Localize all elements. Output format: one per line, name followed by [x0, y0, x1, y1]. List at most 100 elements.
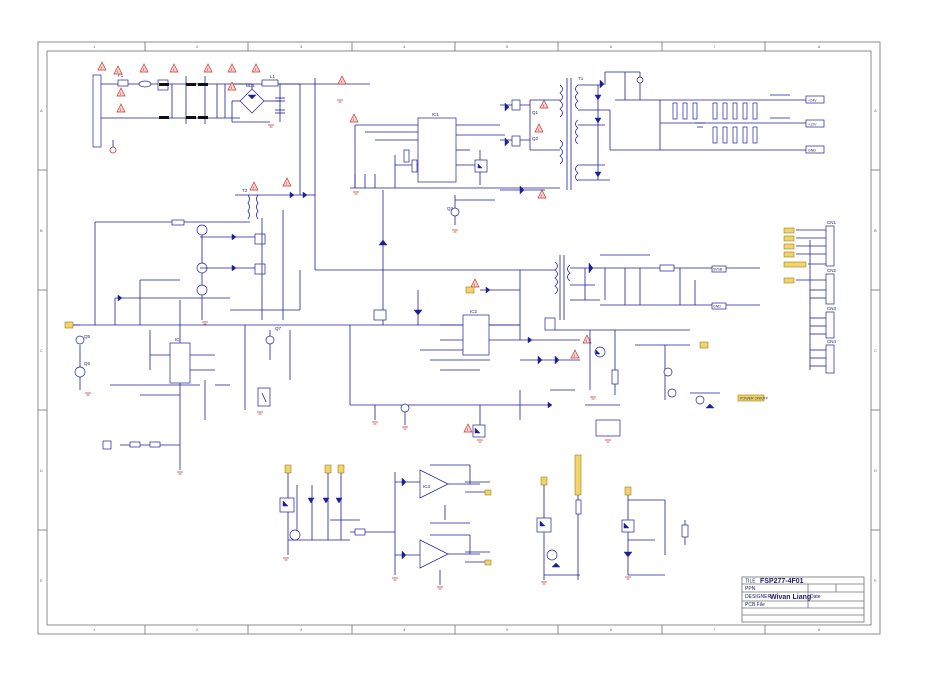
- svg-text:F1: F1: [118, 73, 124, 78]
- svg-text:IC3: IC3: [423, 484, 431, 489]
- svg-text:T1: T1: [578, 76, 584, 81]
- svg-text:6: 6: [610, 627, 613, 632]
- signal-tag-center: [465, 286, 475, 294]
- svg-text:!: !: [574, 353, 575, 358]
- svg-text:Wivan Liang: Wivan Liang: [770, 594, 811, 601]
- svg-text:A: A: [40, 108, 43, 113]
- optocoupler: [474, 159, 488, 173]
- protection-section: IC3: [279, 464, 492, 585]
- op-amp-1: [419, 469, 449, 499]
- svg-text:!: !: [586, 338, 587, 343]
- svg-text:8: 8: [818, 44, 821, 49]
- svg-text:!: !: [120, 107, 121, 112]
- svg-text:CN4: CN4: [827, 339, 836, 344]
- connector-cn1: [825, 225, 835, 267]
- svg-text:Q3: Q3: [447, 206, 454, 211]
- svg-text:T2: T2: [242, 188, 248, 193]
- svg-text:!: !: [231, 85, 232, 90]
- svg-text:+24V: +24V: [808, 99, 817, 103]
- earth-ground-symbol: [109, 146, 117, 154]
- svg-text:PCB File: PCB File: [745, 602, 765, 608]
- signal-tag-left: [64, 321, 74, 329]
- ic-standby: [169, 342, 191, 384]
- svg-text:!: !: [543, 103, 544, 108]
- center-control-section: IC2: [315, 190, 580, 438]
- connector-section: CN1 CN2 CN3 CN4: [783, 220, 836, 374]
- connector-cn4: [825, 344, 835, 374]
- svg-text:Q2: Q2: [532, 136, 539, 141]
- svg-text:TILE: TILE: [745, 579, 756, 585]
- outer-frame: [37, 41, 881, 635]
- svg-text:4: 4: [403, 627, 406, 632]
- svg-text:1: 1: [93, 627, 96, 632]
- signal-tag-right: [699, 341, 709, 349]
- svg-text:A: A: [874, 108, 877, 113]
- svg-text:!: !: [286, 181, 287, 186]
- svg-text:2: 2: [196, 627, 199, 632]
- svg-text:!: !: [173, 67, 174, 72]
- svg-text:4: 4: [403, 44, 406, 49]
- svg-text:C: C: [40, 348, 43, 353]
- svg-text:Q7: Q7: [275, 326, 282, 331]
- svg-text:!: !: [541, 193, 542, 198]
- svg-text:Q1: Q1: [532, 110, 539, 115]
- inductor-l1: [261, 79, 279, 87]
- primary-controller-section: IC1 Q1 Q2 Q3: [350, 99, 560, 225]
- svg-text:5: 5: [506, 44, 509, 49]
- svg-text:CN3: CN3: [827, 306, 836, 311]
- svg-text:!: !: [117, 69, 118, 74]
- bridge-bd1: [239, 88, 265, 114]
- inner-frame: [46, 50, 872, 626]
- vref-section: [621, 486, 689, 576]
- svg-text:GND: GND: [808, 149, 816, 153]
- svg-text:C: C: [874, 348, 877, 353]
- svg-text:Date: Date: [810, 594, 821, 600]
- op-amp-2: [419, 539, 449, 569]
- svg-text:7: 7: [713, 627, 716, 632]
- svg-text:!: !: [353, 117, 354, 122]
- ic1-package: [417, 117, 457, 183]
- svg-text:6: 6: [610, 44, 613, 49]
- svg-text:!: !: [255, 67, 256, 72]
- svg-text:B: B: [874, 228, 877, 233]
- svg-text:POWER ON/OFF: POWER ON/OFF: [740, 397, 769, 401]
- svg-text:!: !: [231, 67, 232, 72]
- ps-on-section: [536, 454, 582, 580]
- svg-text:8: 8: [818, 627, 821, 632]
- svg-text:Q6: Q6: [84, 361, 91, 366]
- ground-symbols: [85, 99, 631, 590]
- svg-text:7: 7: [713, 44, 716, 49]
- svg-text:DESIGNER: DESIGNER: [745, 594, 772, 600]
- svg-text:1: 1: [93, 44, 96, 49]
- svg-text:!: !: [341, 79, 342, 84]
- ac-input-section: F1 BD1 L1: [92, 73, 370, 270]
- svg-text:!: !: [143, 67, 144, 72]
- svg-text:!: !: [474, 282, 475, 287]
- standby-section: T2 IC Q6 Q5: [64, 188, 520, 470]
- svg-text:E: E: [40, 578, 43, 583]
- svg-text:FSP277-4F01: FSP277-4F01: [760, 578, 804, 585]
- svg-text:!: !: [101, 65, 102, 70]
- svg-text:2: 2: [196, 44, 199, 49]
- svg-text:E: E: [874, 578, 877, 583]
- connector-cn3: [825, 311, 835, 339]
- svg-text:L1: L1: [270, 74, 276, 79]
- svg-text:IC2: IC2: [470, 309, 478, 314]
- svg-text:PPN: PPN: [745, 586, 756, 592]
- connector-cn2: [825, 273, 835, 305]
- svg-text:3: 3: [300, 44, 303, 49]
- svg-text:5: 5: [506, 627, 509, 632]
- svg-text:B: B: [40, 228, 43, 233]
- svg-text:5VSB: 5VSB: [713, 268, 723, 272]
- svg-text:!: !: [253, 185, 254, 190]
- ac-inlet: [92, 74, 102, 148]
- zone-labels: 1 2 3 4 5 6 7 8 1 2 3 4 5 6 7 8 A B C D …: [40, 44, 877, 632]
- svg-text:!: !: [467, 427, 468, 432]
- title-block: TILE FSP277-4F01 PPN DESIGNER Wivan Lian…: [741, 576, 865, 623]
- ic2-package: [462, 314, 490, 356]
- svg-text:CN1: CN1: [827, 220, 836, 225]
- out-gnd-label: [711, 302, 727, 310]
- svg-text:!: !: [207, 67, 208, 72]
